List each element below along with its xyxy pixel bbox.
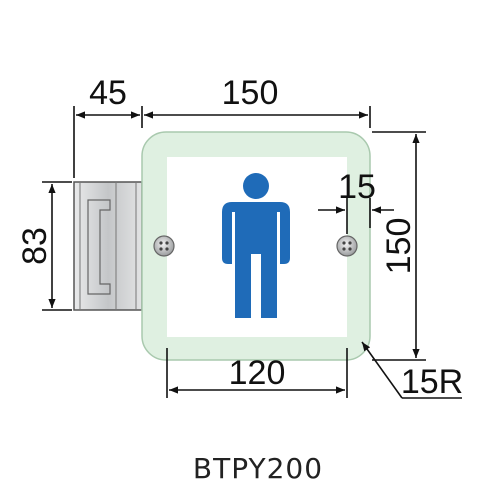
dim-label-bracket-depth: 45: [89, 74, 127, 112]
dim-label-plate-width: 150: [222, 74, 279, 112]
dim-label-corner-radius: 15R: [401, 363, 463, 401]
dim-label-inner-width: 120: [229, 354, 286, 392]
male-restroom-icon: [222, 173, 290, 318]
wall-bracket: [73, 181, 143, 311]
dim-label-plate-height: 150: [380, 218, 418, 275]
model-code: BTPY200: [193, 452, 323, 485]
right-screw-icon: [336, 235, 358, 257]
dim-label-bracket-height: 83: [16, 227, 54, 265]
left-screw-icon: [153, 235, 175, 257]
dimension-lines: [42, 106, 462, 399]
dim-label-screw-offset: 15: [338, 168, 376, 206]
